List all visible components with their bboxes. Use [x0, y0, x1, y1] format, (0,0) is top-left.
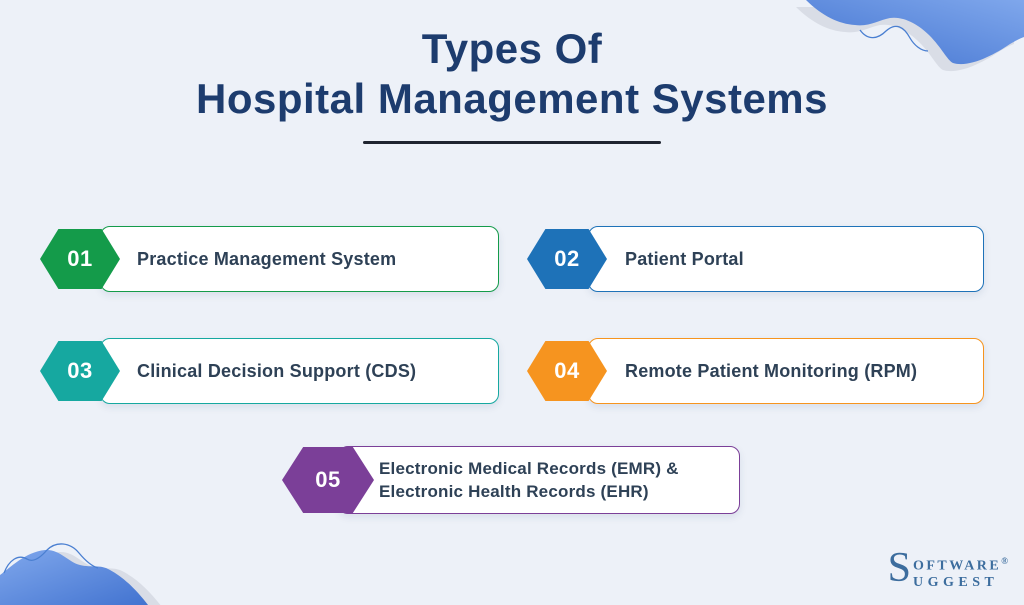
item-number: 03: [67, 358, 93, 383]
hexagon-badge: 04: [527, 341, 607, 401]
title-underline: [363, 141, 661, 144]
item-card: Practice Management System: [100, 226, 499, 292]
page-title: Types Of Hospital Management Systems: [0, 24, 1024, 144]
hexagon-badge: 02: [527, 229, 607, 289]
title-line-2: Hospital Management Systems: [195, 75, 828, 122]
item-number: 04: [554, 358, 580, 383]
item-number: 01: [67, 246, 93, 271]
hexagon-badge: 03: [40, 341, 120, 401]
item-label: Clinical Decision Support (CDS): [137, 360, 417, 381]
item-label-line-1: Electronic Medical Records (EMR) &: [379, 459, 679, 478]
hexagon-badge: 01: [40, 229, 120, 289]
wave-blue-shape: [0, 549, 148, 605]
item-number: 02: [554, 246, 580, 271]
item-label: Electronic Medical Records (EMR) & Elect…: [379, 457, 679, 503]
logo-wordmark: OFTWARE® UGGEST: [913, 550, 1008, 591]
item-label: Patient Portal: [625, 248, 744, 269]
item-label: Practice Management System: [137, 248, 397, 269]
logo-word-suggest: UGGEST: [912, 575, 999, 590]
item-card: Remote Patient Monitoring (RPM): [588, 338, 984, 404]
item-label: Remote Patient Monitoring (RPM): [625, 360, 918, 381]
registered-mark: ®: [1001, 556, 1008, 567]
hexagon-badge: 05: [282, 447, 374, 513]
wave-thin-line: [3, 543, 99, 574]
logo-initial-s: S: [887, 545, 911, 592]
corner-wave-bottom-left: [0, 543, 161, 605]
item-card: Electronic Medical Records (EMR) & Elect…: [338, 446, 740, 514]
corner-wave-top-right: [796, 0, 1024, 72]
wave-blue-shape: [806, 0, 1024, 65]
item-card: Clinical Decision Support (CDS): [100, 338, 499, 404]
title-line-1: Types Of: [421, 25, 603, 72]
item-number: 05: [315, 467, 341, 492]
logo-word-software: OFTWARE®: [912, 556, 1008, 574]
item-card: Patient Portal: [588, 226, 984, 292]
item-label-line-2: Electronic Health Records (EHR): [379, 482, 649, 501]
wave-thin-line: [859, 25, 929, 52]
softwaresuggest-logo: S OFTWARE® UGGEST: [887, 545, 1008, 592]
